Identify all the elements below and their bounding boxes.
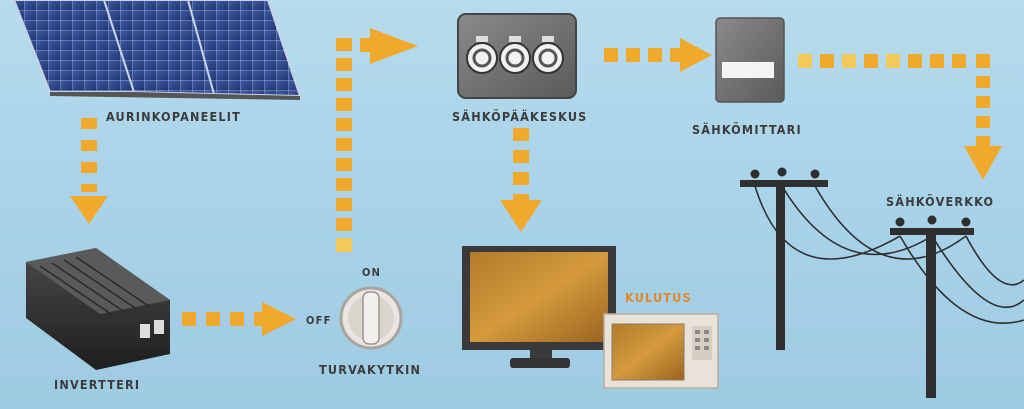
arrow-panel-to-meter: [604, 38, 712, 72]
label-solar-panels: AURINKOPANEELIT: [106, 109, 242, 124]
microwave-icon: [603, 313, 719, 389]
tv-icon: [462, 246, 616, 368]
label-main-panel: SÄHKÖPÄÄKESKUS: [452, 109, 588, 124]
label-inverter: INVERTTERI: [54, 377, 141, 392]
arrow-switch-to-panel: [336, 28, 418, 252]
meter-icon: [715, 17, 785, 103]
arrow-panel-to-consumption: [500, 128, 542, 232]
label-safety-switch: TURVAKYTKIN: [319, 362, 422, 377]
switch-icon: [339, 286, 403, 350]
solar-panel-icon: [12, 0, 302, 100]
fuse-box-icon: [457, 13, 577, 99]
arrow-meter-to-grid: [798, 54, 1002, 180]
label-consumption: KULUTUS: [625, 290, 692, 305]
arrow-inverter-to-switch: [182, 302, 296, 336]
label-switch-off: OFF: [306, 314, 332, 327]
label-grid: SÄHKÖVERKKO: [886, 194, 995, 209]
flow-arrows: [70, 28, 1002, 336]
label-meter: SÄHKÖMITTARI: [692, 122, 802, 137]
label-switch-on: ON: [362, 266, 382, 279]
arrow-panels-to-inverter: [70, 118, 108, 224]
inverter-icon: [26, 248, 170, 370]
power-pole-icon: [740, 167, 1024, 398]
